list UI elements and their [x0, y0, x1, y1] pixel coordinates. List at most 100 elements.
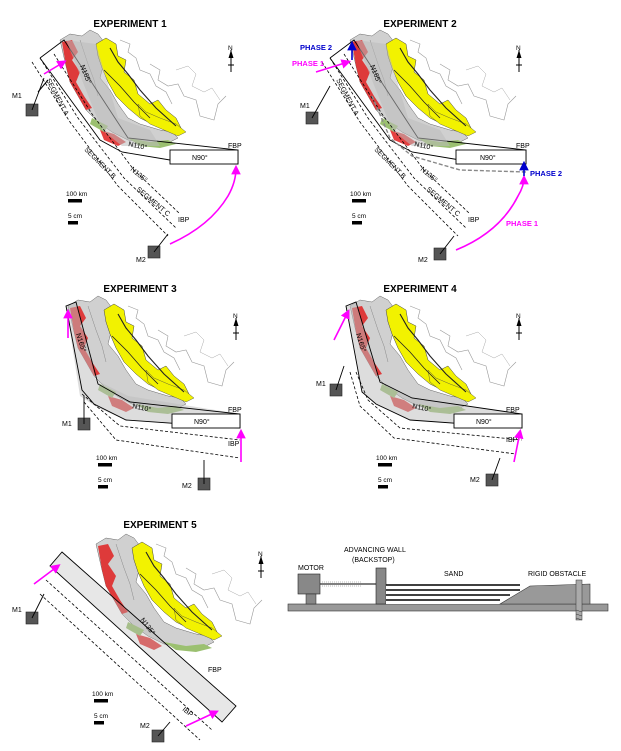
experiment-3-scale-cm-bar: [98, 485, 108, 489]
experiment-2-scale-km-label: 100 km: [350, 191, 371, 198]
experiment-3-scale-km-label: 100 km: [96, 455, 117, 462]
experiment-1-scale-cm-bar: [68, 221, 78, 225]
experiment-3-n90-block: [171, 413, 241, 429]
experiment-4-ibp-label: IBP: [506, 437, 518, 444]
experiment-1-backstop-zone: [66, 40, 160, 146]
apparatus-motor-label: MOTOR: [298, 565, 324, 572]
experiment-5-backstop-zone: [50, 552, 236, 722]
experiment-1-arrow-m1: [43, 60, 67, 75]
experiment-1-north-label: N: [228, 45, 233, 52]
experiment-1-segment-c-label: SEGMENT C: [135, 186, 171, 218]
experiment-4-scale-cm-bar: [378, 485, 388, 489]
experiment-2-scale-cm-label: 5 cm: [352, 213, 366, 220]
experiment-1-segments: [31, 53, 181, 237]
experiment-1-ibp-label: IBP: [178, 217, 190, 224]
apparatus-base: [287, 603, 609, 612]
experiment-4-segments: [349, 371, 523, 455]
experiment-5-north-arrow: [257, 555, 265, 579]
experiment-1-title: EXPERIMENT 1: [93, 19, 167, 30]
experiment-3-scale-cm-label: 5 cm: [98, 477, 112, 484]
experiment-2-scale-cm-bar: [352, 221, 362, 225]
experiment-2-segment-b-label: SEGMENT B: [373, 146, 407, 180]
apparatus-diagram: MOTOR ADVANCING WALL (BACKSTOP) SAND RIG…: [287, 547, 609, 621]
experiment-4-arrow-m1: [333, 309, 350, 341]
experiment-2-n110-label: N110°: [414, 140, 434, 152]
experiment-4-n90-label: N90°: [476, 418, 492, 426]
experiment-2-segments: [321, 53, 471, 237]
experiment-2-phase-outline: [371, 95, 527, 173]
experiment-1-fbp-label: FBP: [228, 143, 242, 150]
experiment-2-scale-km-bar: [352, 199, 366, 203]
experiment-4-north-arrow: [515, 317, 523, 341]
experiment-3-n90-label: N90°: [194, 418, 210, 426]
experiment-4-scale-cm-label: 5 cm: [378, 477, 392, 484]
experiment-2-phase2-top-label: PHASE 2: [300, 43, 332, 52]
apparatus-advancing-wall: [375, 567, 387, 605]
experiment-4-title: EXPERIMENT 4: [383, 284, 457, 295]
experiment-3-m2-label: M2: [182, 483, 192, 490]
experiment-2-panel: EXPERIMENT 2 N90° FBP IBP N165° N110° SE…: [292, 19, 562, 264]
experiment-1-m1-label: M1: [12, 93, 22, 100]
apparatus-wall-label-1: ADVANCING WALL: [344, 547, 406, 554]
experiment-1-segment-b-label: SEGMENT B: [83, 146, 117, 180]
experiment-1-m2-label: M2: [136, 257, 146, 264]
experiment-5-ibp-label: IBP: [181, 706, 194, 719]
experiment-2-m2-label: M2: [418, 257, 428, 264]
experiment-4-n110-label: N110°: [412, 402, 432, 414]
experiment-3-north-label: N: [233, 313, 238, 320]
experiment-5-scale-km-bar: [94, 699, 108, 703]
experiment-3-fbp-label: FBP: [228, 407, 242, 414]
experiment-1-segment-a-label: SEGMENT A: [44, 78, 69, 118]
experiment-4-arrow-m2: [513, 428, 524, 463]
experiment-3-title: EXPERIMENT 3: [103, 284, 177, 295]
experiment-3-segments: [81, 393, 241, 459]
experiment-2-m1-label: M1: [300, 103, 310, 110]
experiment-1-panel: EXPERIMENT 1 N90° FBP IBP N165° N110° SE…: [12, 19, 242, 264]
experiment-1-scale-cm-label: 5 cm: [68, 213, 82, 220]
experiment-5-north-label: N: [258, 551, 263, 558]
experiment-2-segment-c-label: SEGMENT C: [425, 186, 461, 218]
experiment-3-panel: EXPERIMENT 3 N90° FBP IBP N165° N110° M1…: [62, 284, 246, 491]
experiment-5-arrow-m1: [33, 564, 61, 585]
experiment-4-m2-label: M2: [470, 477, 480, 484]
experiment-4-north-label: N: [516, 313, 521, 320]
experiment-1-north-arrow: [227, 49, 235, 73]
experiment-4-m1-label: M1: [316, 381, 326, 388]
experiment-5-m1-label: M1: [12, 607, 22, 614]
experiment-2-ibp-label: IBP: [468, 217, 480, 224]
experiment-5-m2-label: M2: [140, 723, 150, 730]
experiment-2-n90-label: N90°: [480, 154, 496, 162]
experiment-1-scale-km-label: 100 km: [66, 191, 87, 198]
experiment-5-scale-cm-bar: [94, 721, 104, 725]
experiment-4-backstop-zone: [346, 302, 522, 428]
apparatus-bolt: [575, 579, 583, 621]
experiment-5-scale-km-label: 100 km: [92, 691, 113, 698]
experiment-4-fbp-label: FBP: [506, 407, 520, 414]
experiment-3-ibp-label: IBP: [228, 441, 240, 448]
apparatus-sand-label: SAND: [444, 571, 463, 578]
experiment-1-n110-label: N110°: [128, 140, 148, 152]
experiment-5-model-outline: [49, 551, 237, 723]
experiment-2-arrow-phase1-bottom: [455, 174, 529, 251]
apparatus-wall-label-2: (BACKSTOP): [352, 557, 395, 564]
experiment-1-arrow-m2: [169, 164, 241, 245]
experiment-2-north-label: N: [516, 45, 521, 52]
apparatus-obstacle-label: RIGID OBSTACLE: [528, 571, 587, 578]
experiment-3-backstop-zone: [66, 302, 240, 428]
experiment-3-n110-label: N110°: [132, 402, 152, 414]
experiment-3-m1-label: M1: [62, 421, 72, 428]
experiment-4-n90-block: [453, 413, 523, 429]
experiment-5-fbp-label: FBP: [208, 667, 222, 674]
experiment-2-n135-label: N135°: [419, 165, 439, 184]
experiment-2-backstop-zone: [356, 40, 450, 146]
experiment-2-phase1-bottom-label: PHASE 1: [506, 219, 538, 228]
experiment-2-north-arrow: [515, 49, 523, 73]
experiment-5-segments: [39, 579, 213, 741]
experiment-5-panel: EXPERIMENT 5 FBP IBP N135° M1 M2 N 100 k…: [12, 520, 265, 743]
experiment-3-scale-km-bar: [98, 463, 112, 467]
experiment-2-n90-block: [455, 149, 527, 165]
experiment-5-arrow-m2: [185, 710, 219, 727]
experiment-1-n90-block: [169, 149, 239, 165]
apparatus-rigid-obstacle: [498, 583, 591, 605]
